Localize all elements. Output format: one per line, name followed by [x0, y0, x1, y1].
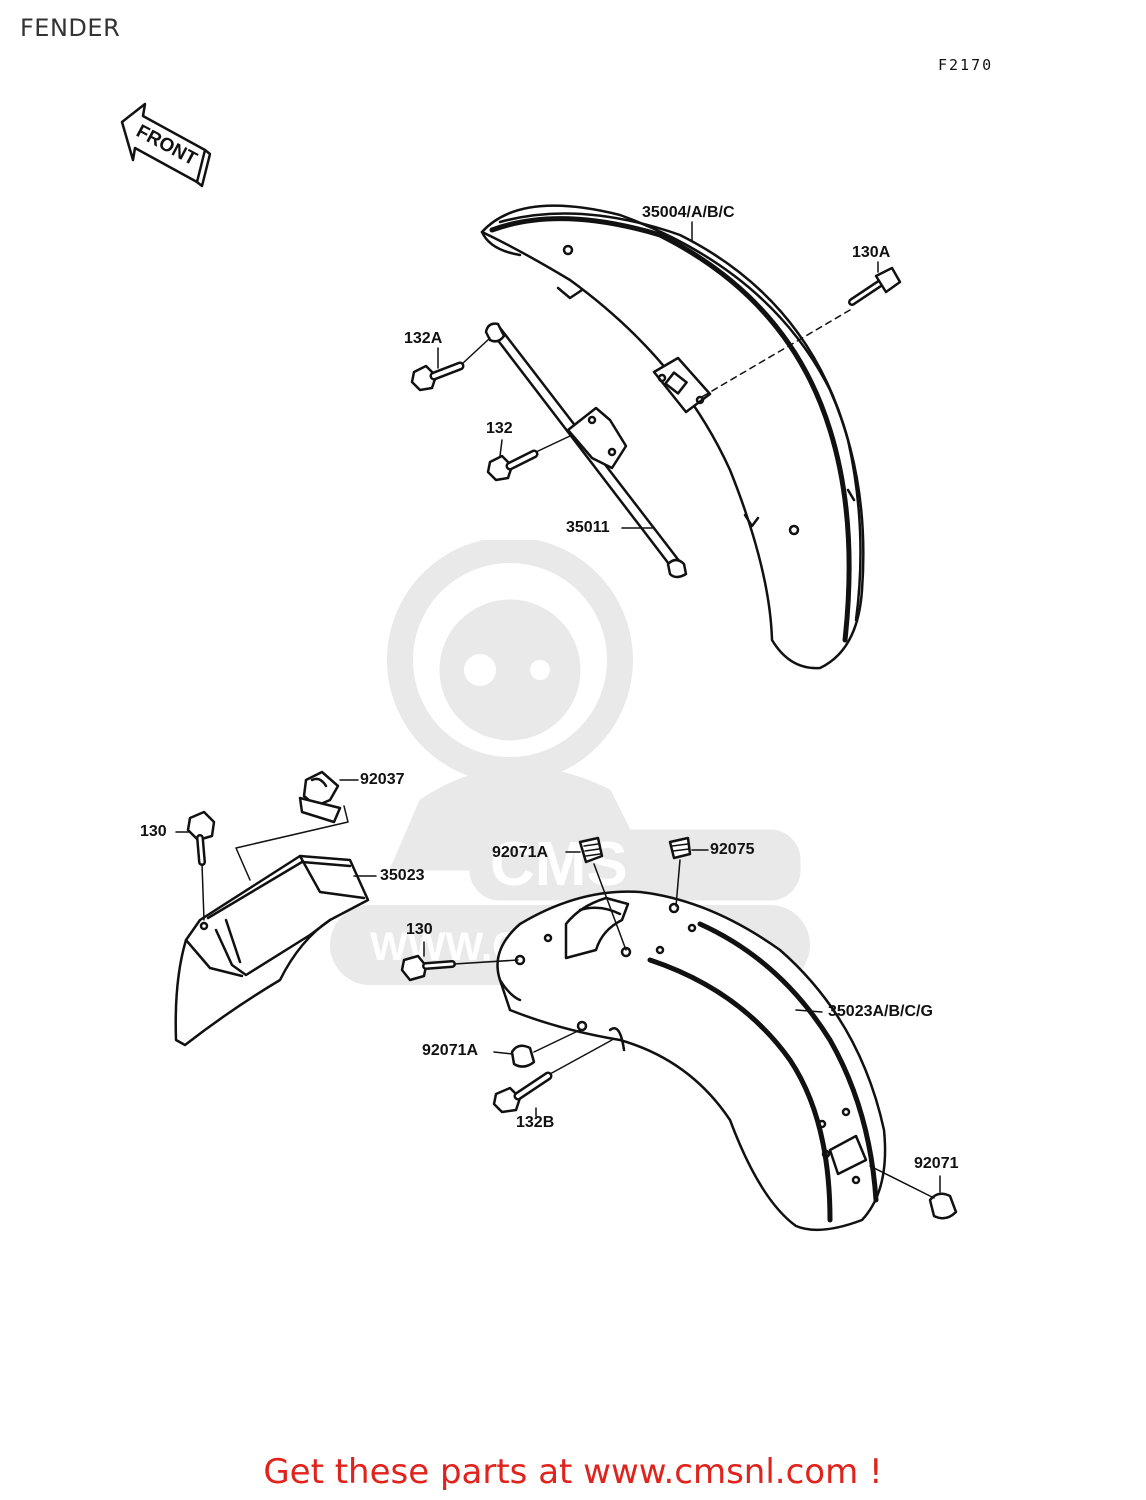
rear-fender — [496, 890, 887, 1232]
callout-130A: 130A — [852, 244, 891, 261]
grommet-92075 — [668, 836, 692, 907]
callout-35004: 35004/A/B/C — [642, 204, 735, 221]
fender-stay — [484, 322, 688, 579]
callout-92071: 92071 — [914, 1155, 959, 1172]
callout-92037: 92037 — [360, 771, 405, 788]
callout-92071A-bottom: 92071A — [422, 1042, 479, 1059]
bolt-130-top — [186, 810, 216, 921]
front-arrow-icon: FRONT — [120, 102, 212, 188]
front-fender — [480, 204, 865, 670]
inner-fender — [174, 854, 370, 1047]
bolt-132B — [492, 1039, 613, 1114]
callout-92071A-top: 92071A — [492, 844, 549, 861]
callout-130-top: 130 — [140, 823, 167, 840]
callout-132A: 132A — [404, 330, 443, 347]
watermark-logo-text: CMS — [490, 830, 628, 899]
callout-35011: 35011 — [566, 519, 610, 536]
diagram-code: F2170 — [938, 56, 994, 74]
callout-130-middle: 130 — [406, 921, 433, 938]
callout-132: 132 — [486, 420, 513, 437]
footer-link[interactable]: Get these parts at www.cmsnl.com ! — [263, 1452, 883, 1492]
grommet-92071A-bottom — [510, 1029, 581, 1068]
clamp-92037 — [235, 770, 349, 881]
callout-35023ABCG: 35023A/B/C/G — [828, 1003, 933, 1020]
callout-92075: 92075 — [710, 841, 755, 858]
callout-35023: 35023 — [380, 867, 425, 884]
bolt-130-middle — [400, 954, 519, 982]
bolt-132A — [410, 337, 491, 392]
callout-132B: 132B — [516, 1114, 555, 1131]
leader-lines — [175, 221, 941, 1193]
page-title: FENDER — [20, 14, 121, 42]
bolt-132 — [486, 435, 571, 482]
bolt-130A — [699, 266, 902, 399]
grommet-92071A-top — [578, 836, 627, 951]
grommet-92071 — [869, 1165, 958, 1220]
